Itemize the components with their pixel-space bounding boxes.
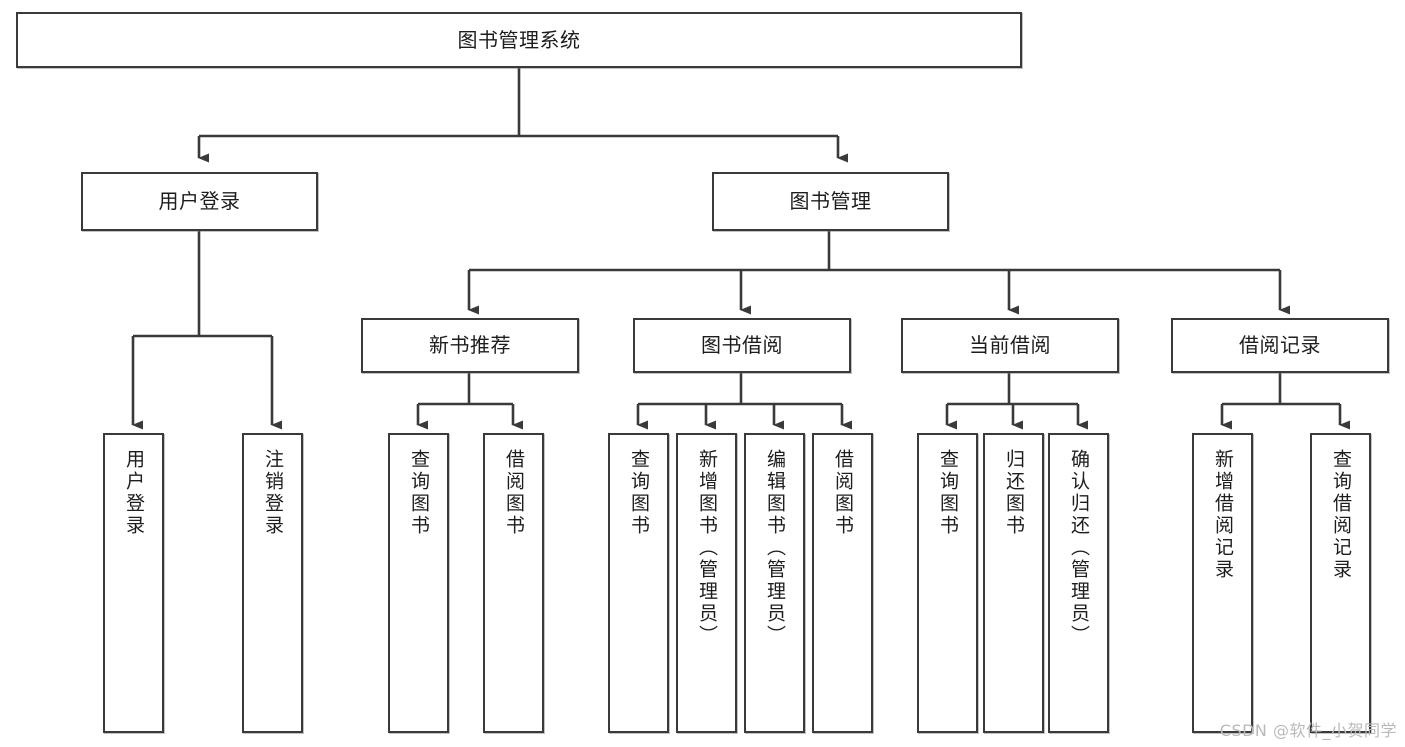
leaf-borrow-book-2[interactable]: 借阅图书 (812, 433, 873, 733)
leaf-user-logout-label: 注销登录 (262, 449, 284, 537)
leaf-query-record-label: 查询借阅记录 (1330, 449, 1352, 581)
leaf-query-record[interactable]: 查询借阅记录 (1310, 433, 1371, 733)
leaf-query-book-3-label: 查询图书 (937, 449, 959, 537)
leaf-edit-book[interactable]: 编辑图书（管理员） (744, 433, 805, 733)
leaf-return-book[interactable]: 归还图书 (983, 433, 1044, 733)
leaf-add-book-label: 新增图书（管理员） (696, 449, 718, 647)
leaf-add-book[interactable]: 新增图书（管理员） (676, 433, 737, 733)
node-book-borrow-label: 图书借阅 (701, 333, 783, 357)
node-borrow-record-label: 借阅记录 (1239, 333, 1321, 357)
node-borrow-record[interactable]: 借阅记录 (1171, 318, 1389, 373)
leaf-user-login-label: 用户登录 (123, 449, 145, 537)
node-book-management-label: 图书管理 (789, 189, 872, 213)
leaf-user-logout[interactable]: 注销登录 (242, 433, 303, 733)
node-current-borrow[interactable]: 当前借阅 (901, 318, 1119, 373)
node-user-login-label: 用户登录 (158, 189, 241, 213)
leaf-borrow-book-1[interactable]: 借阅图书 (483, 433, 544, 733)
leaf-user-login[interactable]: 用户登录 (103, 433, 164, 733)
leaf-query-book-1-label: 查询图书 (408, 449, 430, 537)
leaf-query-book-1[interactable]: 查询图书 (388, 433, 449, 733)
node-user-login[interactable]: 用户登录 (81, 172, 318, 231)
node-root[interactable]: 图书管理系统 (16, 12, 1022, 68)
leaf-confirm-return-label: 确认归还（管理员） (1068, 449, 1090, 647)
leaf-query-book-2[interactable]: 查询图书 (608, 433, 669, 733)
leaf-query-book-2-label: 查询图书 (628, 449, 650, 537)
node-root-label: 图书管理系统 (457, 27, 581, 52)
leaf-return-book-label: 归还图书 (1003, 449, 1025, 537)
leaf-query-book-3[interactable]: 查询图书 (917, 433, 978, 733)
node-book-borrow[interactable]: 图书借阅 (633, 318, 851, 373)
leaf-add-record[interactable]: 新增借阅记录 (1192, 433, 1253, 733)
leaf-edit-book-label: 编辑图书（管理员） (764, 449, 786, 647)
leaf-borrow-book-2-label: 借阅图书 (832, 449, 854, 537)
leaf-confirm-return[interactable]: 确认归还（管理员） (1048, 433, 1109, 733)
leaf-add-record-label: 新增借阅记录 (1212, 449, 1234, 581)
node-current-borrow-label: 当前借阅 (969, 333, 1051, 357)
node-new-book-recommend-label: 新书推荐 (429, 333, 511, 357)
leaf-borrow-book-1-label: 借阅图书 (503, 449, 525, 537)
node-new-book-recommend[interactable]: 新书推荐 (361, 318, 579, 373)
node-book-management[interactable]: 图书管理 (712, 172, 949, 231)
